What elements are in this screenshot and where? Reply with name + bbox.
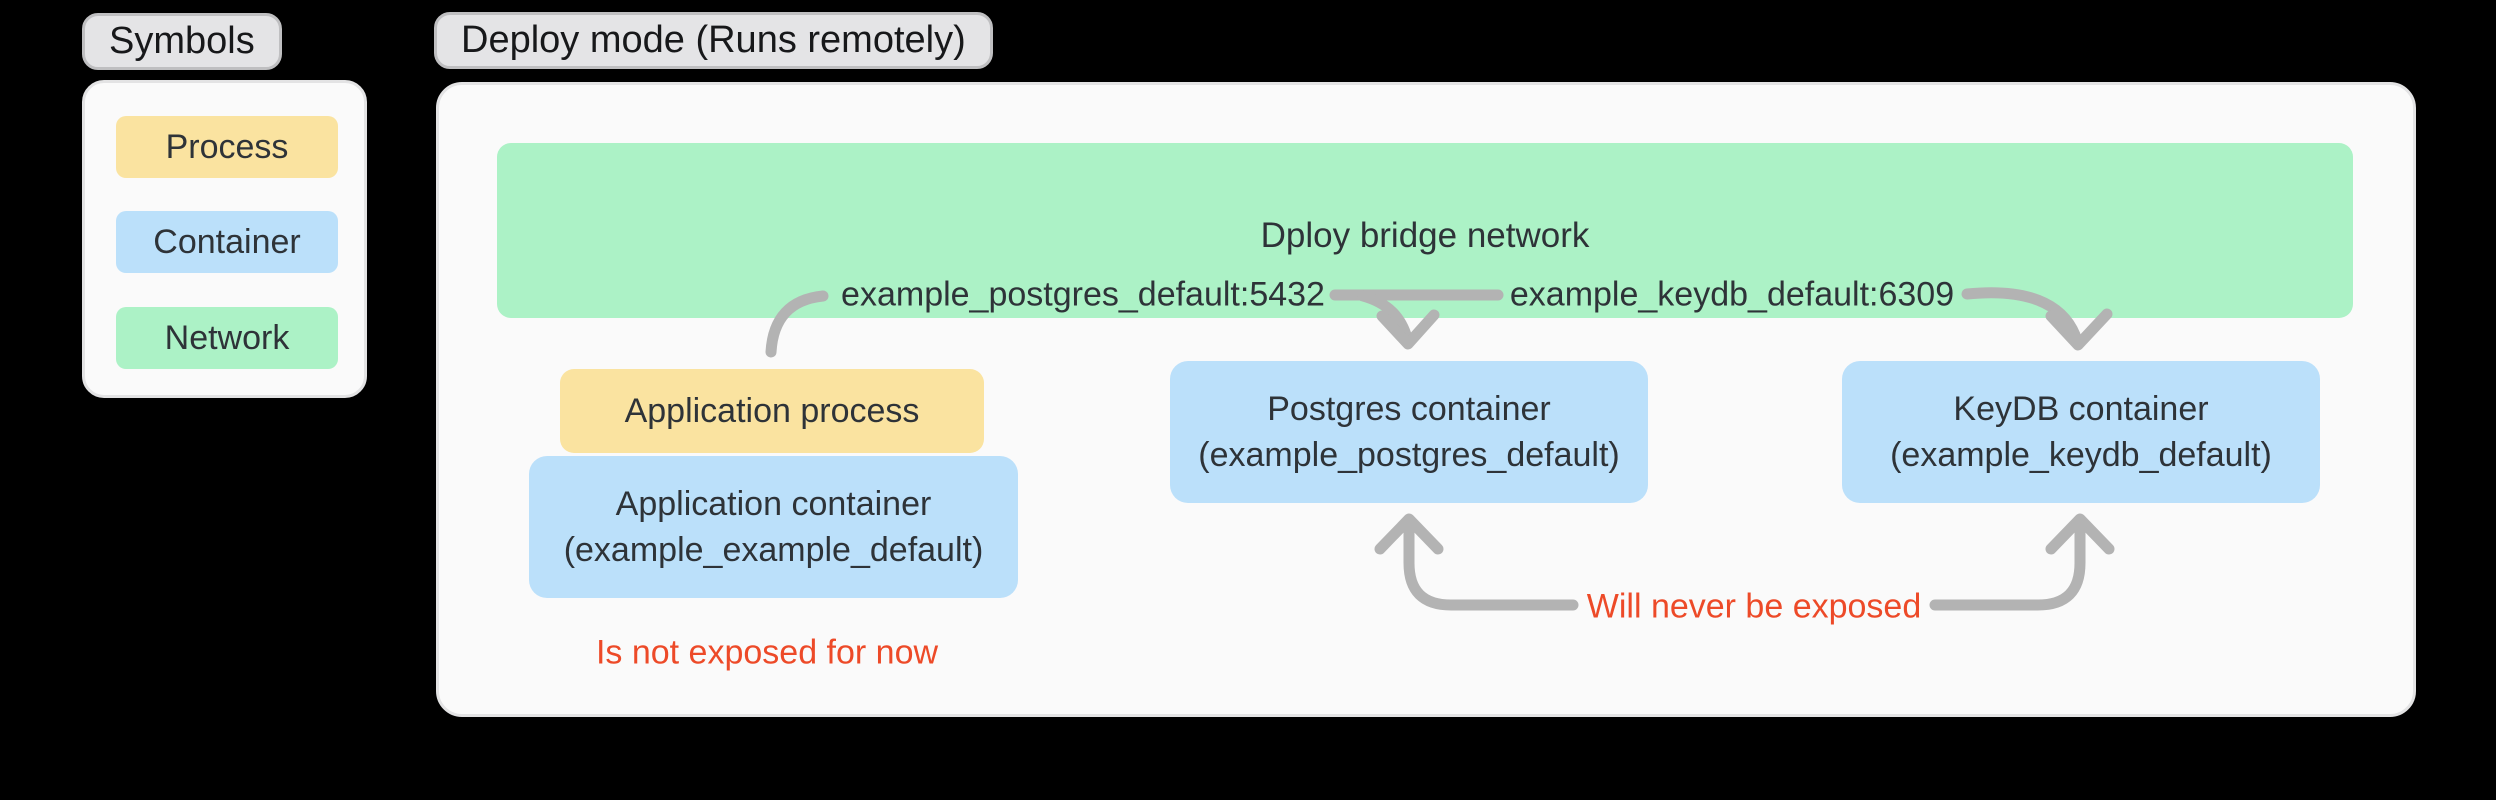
symbols-legend-title: Symbols [82,13,282,70]
postgres-container-id: (example_postgres_default) [1198,436,1620,474]
legend-item-process-label: Process [165,127,289,166]
legend-item-process: Process [116,116,338,178]
keydb-container-name: KeyDB container [1953,390,2209,428]
port-label-keydb: example_keydb_default:6309 [1509,275,1955,314]
postgres-container-box: Postgres container (example_postgres_def… [1170,361,1648,503]
legend-item-network-label: Network [164,318,290,357]
legend-item-network: Network [116,307,338,369]
note-app-not-exposed: Is not exposed for now [595,633,939,672]
application-process-label: Application process [624,392,920,430]
deploy-mode-title: Deploy mode (Runs remotely) [434,12,993,69]
bridge-network-label: Dploy bridge network [1260,216,1590,255]
legend-item-container-label: Container [153,222,301,261]
keydb-container-box: KeyDB container (example_keydb_default) [1842,361,2320,503]
application-container-box: Application container (example_example_d… [529,456,1018,598]
application-container-id: (example_example_default) [563,531,984,569]
application-container-name: Application container [615,485,932,523]
postgres-container-name: Postgres container [1267,390,1551,428]
symbols-legend-title-label: Symbols [109,20,255,62]
port-label-postgres: example_postgres_default:5432 [841,275,1325,314]
application-process-box: Application process [560,369,984,453]
symbols-legend-panel: Process Container Network [82,80,367,398]
keydb-container-id: (example_keydb_default) [1890,436,2272,474]
legend-item-container: Container [116,211,338,273]
note-db-never-exposed: Will never be exposed [1586,587,1922,626]
deploy-mode-title-label: Deploy mode (Runs remotely) [461,19,966,61]
